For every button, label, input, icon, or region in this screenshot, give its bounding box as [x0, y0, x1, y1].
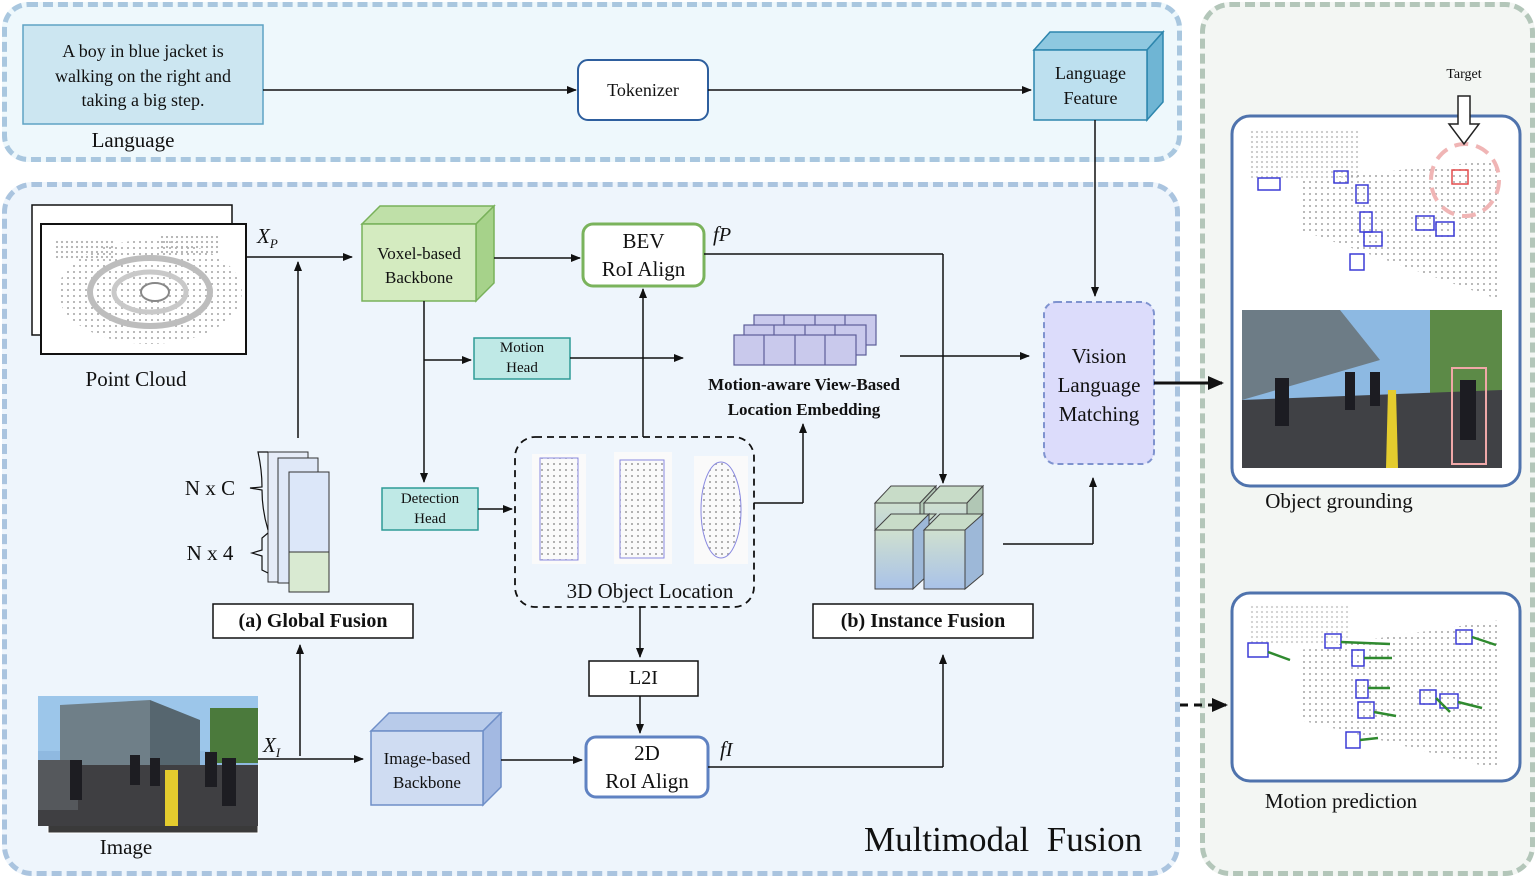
- vlm-line: Matching: [1058, 402, 1140, 426]
- vlm-label: Vision Language Matching: [1044, 342, 1154, 429]
- location-embedding-line: Location Embedding: [727, 400, 881, 419]
- image-backbone-label: Image-based Backbone: [371, 747, 483, 795]
- location-embedding-label: Motion-aware View-Based Location Embeddi…: [670, 372, 938, 422]
- xi-main: X: [263, 733, 276, 757]
- point-cloud-caption: Point Cloud: [85, 367, 187, 391]
- location-embedding-line: Motion-aware View-Based: [708, 375, 900, 394]
- fp-sub: P: [718, 224, 732, 246]
- instance-fusion-box: [812, 603, 1034, 639]
- tokenizer-label: Tokenizer: [607, 79, 679, 100]
- image-caption: Image: [99, 835, 153, 859]
- twod-roi-line: RoI Align: [605, 769, 689, 793]
- language-sentence-line: A boy in blue jacket is: [62, 41, 224, 61]
- twod-roi-label: 2D RoI Align: [586, 739, 708, 795]
- nxc-label: N x C: [184, 476, 236, 500]
- voxel-backbone-label: Voxel-based Backbone: [362, 242, 476, 290]
- bev-roi-line: RoI Align: [601, 257, 686, 281]
- detection-head-box: [381, 487, 479, 531]
- location-embedding-grid: [733, 314, 877, 366]
- image-backbone-line: Backbone: [393, 773, 461, 792]
- voxel-backbone-cube: [360, 204, 496, 303]
- xp-sub: P: [269, 236, 278, 252]
- language-feature-cube: [1032, 30, 1165, 122]
- module-title: Multimodal Fusion: [864, 820, 1143, 859]
- l2i-label: L2I: [629, 667, 658, 689]
- l2i-box: [588, 660, 699, 697]
- target-label: Target: [1446, 67, 1482, 82]
- global-fusion-features: [249, 451, 330, 593]
- language-sentence-box: [22, 24, 264, 125]
- fp-main: f: [713, 222, 719, 246]
- nx4-label: N x 4: [186, 541, 234, 565]
- object-point-crops: [532, 452, 748, 564]
- grounding-camera-view: [1242, 310, 1502, 468]
- motion-head-line: Motion: [499, 340, 545, 356]
- vlm-line: Vision: [1071, 344, 1127, 368]
- camera-image: [38, 696, 259, 834]
- motion-prediction-caption: Motion prediction: [1264, 789, 1418, 813]
- xi-label: XI: [263, 733, 280, 761]
- image-backbone-cube: [369, 711, 503, 807]
- object-grounding-caption: Object grounding: [1265, 489, 1413, 513]
- bev-roi-label: BEV RoI Align: [583, 227, 704, 283]
- language-feature-line: Language: [1055, 63, 1126, 83]
- motion-head-line: Head: [506, 360, 538, 376]
- detection-head-label: Detection Head: [382, 489, 478, 529]
- fi-sub: I: [725, 739, 733, 761]
- instance-fusion-label: (b) Instance Fusion: [840, 609, 1006, 632]
- global-fusion-label: (a) Global Fusion: [238, 609, 388, 632]
- detection-head-line: Detection: [400, 491, 460, 507]
- xi-sub: I: [275, 745, 281, 761]
- fp-label: fP: [713, 222, 731, 247]
- object-location-label: 3D Object Location: [566, 579, 734, 603]
- language-feature-line: Feature: [1063, 88, 1118, 108]
- language-feature-label: Language Feature: [1034, 61, 1147, 111]
- language-sentence-line: walking on the right and: [55, 65, 231, 86]
- fi-main: f: [720, 737, 726, 761]
- twod-roi-line: 2D: [634, 741, 660, 765]
- motion-lidar-view: [1247, 605, 1500, 770]
- language-sentence-line: taking a big step.: [81, 90, 205, 110]
- xp-main: X: [257, 224, 270, 248]
- global-fusion-box: [212, 603, 414, 639]
- fi-label: fI: [720, 737, 733, 762]
- vlm-line: Language: [1057, 373, 1141, 397]
- instance-fusion-cubes: [873, 484, 985, 591]
- detection-head-line: Head: [414, 511, 446, 527]
- voxel-backbone-line: Voxel-based: [377, 244, 461, 263]
- language-sentence: A boy in blue jacket is walking on the r…: [23, 39, 263, 113]
- language-caption: Language: [91, 128, 175, 152]
- bev-roi-box: [581, 222, 706, 288]
- bev-roi-line: BEV: [622, 229, 665, 253]
- target-arrow-icon: [1447, 95, 1481, 146]
- point-cloud-image: [31, 204, 247, 355]
- grounding-lidar-view: [1243, 124, 1501, 306]
- xp-label: XP: [257, 224, 278, 252]
- motion-head-label: Motion Head: [474, 338, 570, 378]
- object-location-box: [514, 436, 755, 608]
- image-backbone-line: Image-based: [383, 749, 471, 768]
- voxel-backbone-line: Backbone: [385, 268, 453, 287]
